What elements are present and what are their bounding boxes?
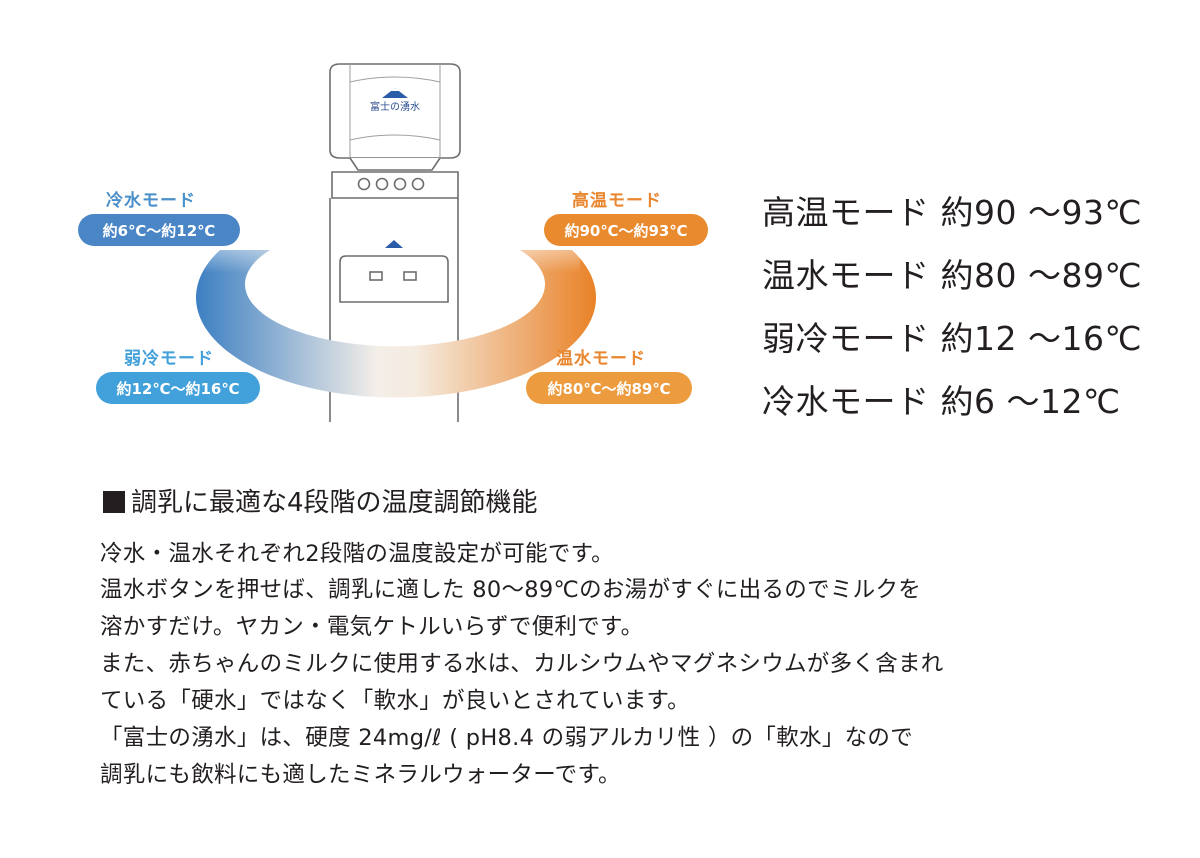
cold-mode-title: 冷水モード bbox=[106, 191, 196, 211]
mountain-logo-icon bbox=[382, 88, 408, 98]
mode-line-cold: 冷水モード 約6 ～12℃ bbox=[762, 382, 1121, 421]
warm-mode-title: 温水モード bbox=[556, 349, 646, 369]
mode-line-hot: 高温モード 約90 ～93℃ bbox=[762, 193, 1143, 232]
square-bullet-icon bbox=[103, 491, 125, 513]
body-line: 冷水・温水それぞれ2段階の温度設定が可能です。 bbox=[100, 541, 614, 567]
brand-logo-text: 富士の湧水 bbox=[370, 100, 420, 113]
mountain-logo-small-icon bbox=[385, 240, 403, 248]
body-line: ている「硬水」ではなく「軟水」が良いとされています。 bbox=[100, 688, 690, 714]
body-line: 溶かすだけ。ヤカン・電気ケトルいらずで便利です。 bbox=[100, 614, 644, 640]
hot-mode-title: 高温モード bbox=[572, 191, 662, 211]
cold-mode-range-badge: 約6℃～約12℃ bbox=[78, 214, 240, 246]
body-line: 「富士の湧水」は、硬度 24mg/ℓ ( pH8.4 の弱アルカリ性 ）の「軟水… bbox=[100, 725, 914, 751]
body-line: 温水ボタンを押せば、調乳に適した 80～89℃のお湯がすぐに出るのでミルクを bbox=[100, 577, 922, 603]
body-line: 調乳にも飲料にも適したミネラルウォーターです。 bbox=[100, 762, 621, 788]
mode-line-weak-cold: 弱冷モード 約12 ～16℃ bbox=[762, 319, 1143, 358]
section-heading: 調乳に最適な4段階の温度調節機能 bbox=[103, 482, 538, 519]
body-line: また、赤ちゃんのミルクに使用する水は、カルシウムやマグネシウムが多く含まれ bbox=[100, 651, 944, 677]
mode-line-warm: 温水モード 約80 ～89℃ bbox=[762, 256, 1143, 295]
weak-cold-mode-title: 弱冷モード bbox=[124, 349, 214, 369]
section-heading-text: 調乳に最適な4段階の温度調節機能 bbox=[131, 488, 538, 518]
water-server-illustration bbox=[329, 63, 461, 422]
warm-mode-range-badge: 約80℃～約89℃ bbox=[526, 372, 692, 404]
hot-mode-range-badge: 約90℃～約93℃ bbox=[544, 214, 708, 246]
weak-cold-mode-range-badge: 約12℃～約16℃ bbox=[96, 372, 260, 404]
